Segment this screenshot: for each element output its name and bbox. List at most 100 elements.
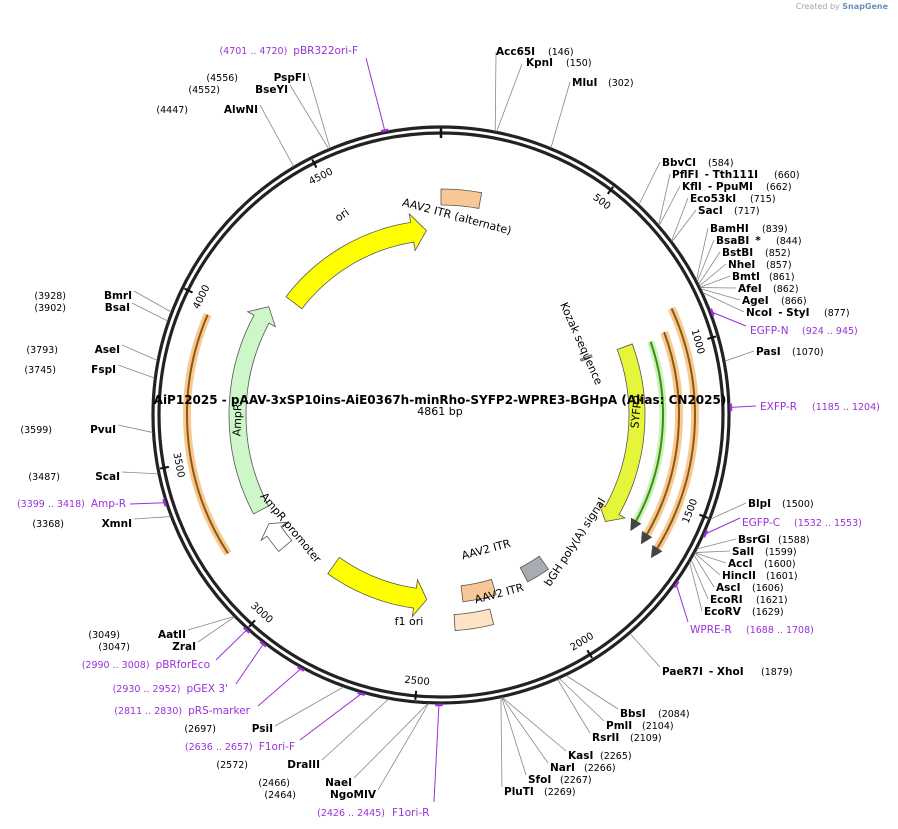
restriction-site[interactable]: BlpI(1500) [748,498,814,510]
site-name: AlwNI [224,104,258,116]
restriction-site[interactable]: AgeI(866) [742,295,807,307]
itr-alternate-feature [440,188,483,209]
primer[interactable]: EXFP-R(1185 .. 1204) [760,401,880,413]
primer-name: F1ori-F [259,741,295,753]
restriction-site[interactable]: BsrGI(1588) [738,534,810,546]
primer[interactable]: pBRforEco(2990 .. 3008) [82,659,210,671]
primer[interactable]: pGEX 3'(2930 .. 2952) [113,683,228,695]
restriction-site[interactable]: XmnI(3368) [32,518,132,530]
restriction-site[interactable]: AatII(3049) [88,629,186,641]
primer-leader [129,502,165,505]
site-name: ScaI [95,471,120,483]
site-name: BlpI [748,498,771,510]
site-name: MluI [572,77,597,89]
restriction-site[interactable]: FspI(3745) [24,364,116,376]
restriction-site[interactable]: NgoMIV(2464) [264,789,376,801]
site-leader [496,63,523,132]
restriction-site[interactable]: MluI(302) [572,77,634,89]
restriction-site[interactable]: SalI(1599) [732,546,797,558]
restriction-site[interactable]: BsaI(3902) [34,302,130,314]
restriction-site[interactable]: PvuI(3599) [20,424,116,436]
restriction-site[interactable]: DraIII(2572) [216,759,320,771]
tick-mark [586,649,593,659]
restriction-site[interactable]: KflI- PpuMI(662) [682,181,792,193]
restriction-site[interactable]: PaeR7I- XhoI(1879) [662,666,793,678]
primer-name: pGEX 3' [186,683,228,695]
primer[interactable]: pRS-marker(2811 .. 2830) [114,705,250,717]
restriction-site[interactable]: PspFI(4556) [206,72,306,84]
primer-leader [730,405,757,408]
site-leader [698,251,721,285]
primer[interactable]: EGFP-C(1532 .. 1553) [742,517,862,529]
restriction-site[interactable]: Eco53kI(715) [690,193,776,205]
site-position: (3793) [26,345,58,356]
site-position: (1600) [764,559,796,570]
restriction-site[interactable]: AlwNI(4447) [156,104,258,116]
restriction-site[interactable]: EcoRI(1621) [710,594,788,606]
site-leader [700,288,741,301]
feature-label: AmpR [230,403,244,437]
site-leader [696,239,715,282]
restriction-site[interactable]: BseYI(4552) [188,84,288,96]
site-name: PmlI [606,720,632,732]
site-leader [697,538,737,550]
site-position: (1879) [761,667,793,678]
restriction-site[interactable]: AscI(1606) [716,582,784,594]
primer-mark [162,498,167,507]
restriction-site[interactable]: PmlI(2104) [606,720,674,732]
site-leader [559,678,605,722]
site-name: KflI [682,181,702,193]
restriction-site[interactable]: SfoI(2267) [528,774,592,786]
site-position: (1601) [766,571,798,582]
restriction-site[interactable]: NarI(2266) [550,762,616,774]
site-name: BmtI [732,271,760,283]
restriction-site[interactable]: BamHI(839) [710,223,788,235]
site-position: (877) [824,308,850,319]
site-position: (660) [774,170,800,181]
restriction-site[interactable]: RsrII(2109) [592,732,662,744]
site-position: (1599) [765,547,797,558]
restriction-site[interactable]: PasI(1070) [756,346,824,358]
credit-prefix: Created by [795,2,840,11]
primer[interactable]: pBR322ori-F(4701 .. 4720) [219,45,358,57]
restriction-site[interactable]: BsaBI*(844) [716,235,802,247]
restriction-site[interactable]: PsiI(2697) [184,723,273,735]
site-leader [289,84,329,149]
restriction-site[interactable]: BmtI(861) [732,271,795,283]
tick-mark [159,465,170,470]
primer[interactable]: EGFP-N(924 .. 945) [750,325,858,337]
site-position: (857) [766,260,792,271]
ampr-orf-arrow [186,314,229,554]
restriction-site[interactable]: BmrI(3928) [34,290,132,302]
restriction-site[interactable]: ZraI(3047) [98,641,196,653]
site-star: * [755,235,761,247]
primer[interactable]: Amp-R(3399 .. 3418) [17,498,126,510]
restriction-site[interactable]: PflFI- Tth111I(660) [672,169,800,181]
restriction-site[interactable]: AseI(3793) [26,344,120,356]
restriction-site[interactable]: AccI(1600) [728,558,796,570]
restriction-site[interactable]: NaeI(2466) [258,777,352,789]
restriction-site[interactable]: HincII(1601) [722,570,798,582]
backbone-outer [151,125,731,705]
primer[interactable]: F1ori-F(2636 .. 2657) [185,741,295,753]
restriction-site[interactable]: NheI(857) [728,259,792,271]
primer[interactable]: F1ori-R(2426 .. 2445) [317,807,429,819]
restriction-site[interactable]: ScaI(3487) [28,471,120,483]
restriction-site[interactable]: NcoI- StyI(877) [746,307,850,319]
site-position: (3368) [32,519,64,530]
restriction-site[interactable]: BbsI(2084) [620,708,690,720]
restriction-site[interactable]: KasI(2265) [568,750,632,762]
primer[interactable]: WPRE-R(1688 .. 1708) [690,624,814,636]
site-position: (2084) [658,709,690,720]
restriction-site[interactable]: BstBI(852) [722,247,791,259]
restriction-site[interactable]: SacI(717) [698,205,760,217]
restriction-site[interactable]: EcoRV(1629) [704,606,784,618]
restriction-site[interactable]: KpnI(150) [526,57,592,69]
restriction-site[interactable]: Acc65I(146) [496,46,574,58]
tick-mark [414,690,418,700]
site-alt-name: - StyI [778,307,809,319]
restriction-site[interactable]: BbvCI(584) [662,157,734,169]
restriction-site[interactable]: PluTI(2269) [504,786,576,798]
restriction-site[interactable]: AfeI(862) [738,283,799,295]
syfp2-feature [598,343,646,523]
